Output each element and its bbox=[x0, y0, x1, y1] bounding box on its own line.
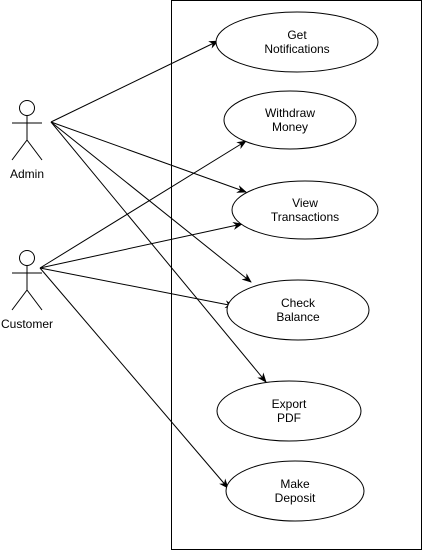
use-case-label: Withdraw bbox=[265, 106, 315, 120]
use-case-label: Get bbox=[287, 28, 307, 42]
use-case-label: Check bbox=[281, 296, 316, 310]
use-case-ellipse bbox=[215, 11, 379, 73]
association-customer-to-check-balance bbox=[39, 267, 235, 309]
use-case-label: Money bbox=[272, 120, 308, 134]
use-case-label: Balance bbox=[276, 310, 320, 324]
associations bbox=[39, 40, 267, 489]
use-case-label: Transactions bbox=[271, 210, 339, 224]
use-case-ellipse bbox=[231, 180, 379, 240]
association-customer-to-view-transactions bbox=[39, 222, 243, 269]
actor-label: Customer bbox=[1, 317, 53, 331]
actor-customer: Customer bbox=[1, 250, 53, 331]
actor-admin: Admin bbox=[10, 100, 44, 181]
use-case-label: PDF bbox=[277, 411, 301, 425]
association-admin-to-export-pdf bbox=[50, 121, 267, 383]
use-case-ellipse bbox=[223, 90, 357, 150]
use-case-ellipse bbox=[216, 380, 362, 442]
association-customer-to-withdraw-money bbox=[39, 140, 247, 269]
use-case-ellipse bbox=[226, 279, 370, 341]
association-admin-to-get-notifications bbox=[50, 40, 219, 123]
use-cases: GetNotificationsWithdrawMoneyViewTransac… bbox=[215, 11, 379, 522]
stick-figure-icon bbox=[11, 250, 43, 311]
association-admin-to-check-balance bbox=[50, 121, 252, 283]
use-case-label: Export bbox=[272, 397, 307, 411]
association-admin-to-view-transactions bbox=[50, 121, 247, 193]
use-case-label: Deposit bbox=[275, 491, 316, 505]
stick-figure-icon bbox=[11, 100, 43, 161]
association-customer-to-make-deposit bbox=[39, 267, 229, 489]
actor-label: Admin bbox=[10, 167, 44, 181]
use-case-label: Make bbox=[280, 477, 310, 491]
use-case-label: Notifications bbox=[264, 42, 329, 56]
use-case-ellipse bbox=[225, 460, 365, 522]
use-case-label: View bbox=[292, 196, 318, 210]
